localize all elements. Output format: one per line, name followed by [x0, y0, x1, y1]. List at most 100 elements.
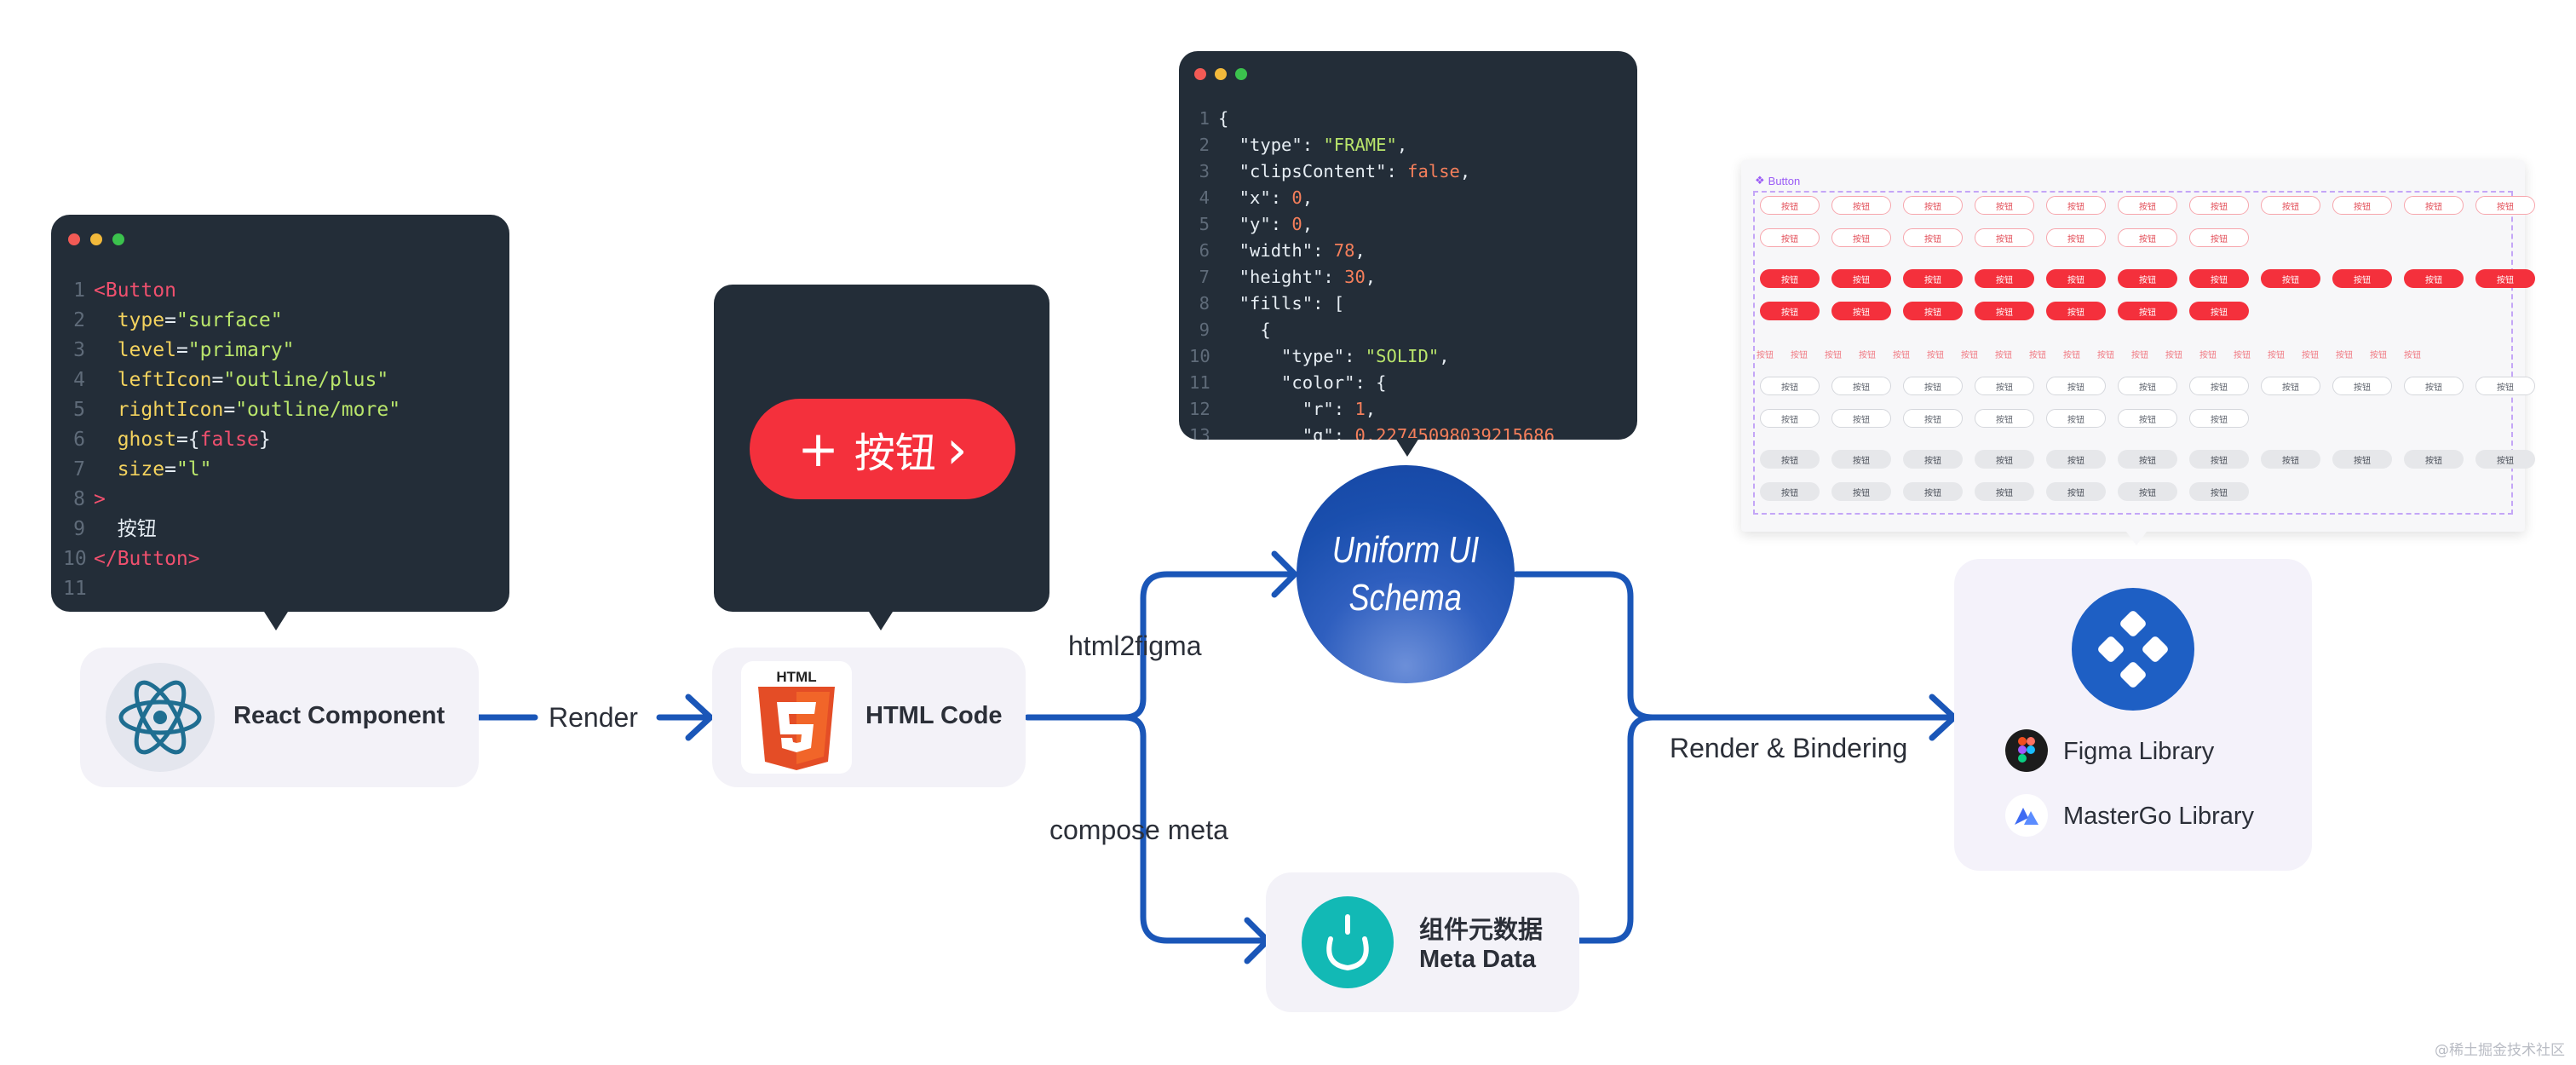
code-line: 5 "y": 0, [1189, 211, 1555, 238]
button-variant: 按钮 [1903, 482, 1963, 501]
code-text: "x": 0, [1218, 185, 1313, 211]
json-code-window: 1{2 "type": "FRAME",3 "clipsContent": fa… [1179, 51, 1637, 440]
line-number: 1 [73, 279, 85, 302]
button-variant: 按钮 [2189, 409, 2249, 428]
code-token: "x" [1218, 187, 1271, 208]
code-line: 1{ [1189, 106, 1555, 132]
button-variant: 按钮 [1831, 409, 1891, 428]
window-close-dot [1194, 68, 1206, 80]
button-variant: 按钮 [2475, 269, 2535, 288]
line-number: 3 [73, 339, 85, 361]
code-text: "type": "FRAME", [1218, 132, 1408, 158]
code-text: "type": "SOLID", [1218, 343, 1450, 370]
code-token: "primary" [187, 339, 295, 361]
code-text: { [1218, 106, 1228, 132]
line-number: 4 [1199, 187, 1210, 208]
code-token: , [1365, 399, 1377, 419]
button-variant: 按钮 [1903, 196, 1963, 215]
button-variant: 按钮 [1760, 377, 1820, 395]
code-token: : [1344, 346, 1366, 366]
button-variant: 按钮 [2118, 409, 2177, 428]
code-token: , [1365, 267, 1377, 287]
text-button-variant: 按钮 [2165, 351, 2182, 360]
component-diamond-icon [2098, 611, 2168, 688]
code-token: "SOLID" [1365, 346, 1440, 366]
code-line: 4 leftIcon="outline/plus" [63, 366, 400, 395]
edge-html-to-meta [1121, 714, 1268, 944]
text-button-variant: 按钮 [1995, 351, 2012, 360]
html-code-node: HTML HTML Code [712, 648, 1026, 787]
edge-schema-to-merge [1513, 571, 1954, 721]
code-text: rightIcon="outline/more" [94, 395, 400, 425]
code-token: "width" [1218, 240, 1314, 261]
react-component-node: React Component [80, 648, 479, 787]
code-token: "type" [1218, 135, 1302, 155]
code-token: leftIcon [94, 369, 212, 391]
arrowhead-to-schema [1271, 550, 1298, 598]
edge-meta-to-merge [1576, 714, 1656, 944]
uniform-schema-node: Uniform UI Schema [1297, 465, 1515, 683]
code-text: "height": 30, [1218, 264, 1376, 291]
react-code-pointer [264, 612, 288, 630]
html5-badge-text: HTML [776, 669, 816, 685]
chevron-right-icon: › [946, 417, 968, 481]
line-number: 10 [1189, 346, 1210, 366]
button-variant: 按钮 [1831, 196, 1891, 215]
button-variant: 按钮 [2118, 377, 2177, 395]
mastergo-logo [2005, 794, 2048, 837]
code-text: ghost={false} [94, 425, 271, 455]
button-variant: 按钮 [2332, 269, 2392, 288]
code-token: : [1313, 240, 1334, 261]
code-token: "r" [1218, 399, 1334, 419]
code-token: } [258, 429, 271, 451]
window-minimize-dot [1215, 68, 1227, 80]
button-variant: 按钮 [2475, 450, 2535, 469]
code-text: leftIcon="outline/plus" [94, 366, 389, 395]
code-token: : [1270, 214, 1292, 234]
button-variant: 按钮 [2189, 302, 2249, 320]
text-button-variant: 按钮 [2336, 351, 2353, 360]
figma-selection-frame [1753, 191, 2513, 515]
code-line: 2 "type": "FRAME", [1189, 132, 1555, 158]
schema-label-line1: Uniform UI [1331, 529, 1480, 571]
code-line: 4 "x": 0, [1189, 185, 1555, 211]
figma-logo [2005, 729, 2048, 772]
button-variant: 按钮 [2404, 450, 2464, 469]
button-variant: 按钮 [2118, 196, 2177, 215]
code-token: "g" [1218, 425, 1334, 440]
code-token: { [1218, 108, 1229, 129]
code-token: : { [1354, 372, 1387, 393]
line-number: 6 [1199, 240, 1210, 261]
button-variant: 按钮 [1831, 377, 1891, 395]
json-code-block: 1{2 "type": "FRAME",3 "clipsContent": fa… [1189, 106, 1555, 440]
button-variant: 按钮 [2118, 450, 2177, 469]
code-token: { [1218, 320, 1271, 340]
code-line: 11 "color": { [1189, 370, 1555, 396]
mastergo-library-label: MasterGo Library [2063, 803, 2255, 830]
render-edge-label: Render [549, 702, 638, 733]
preview-button-label: 按钮 [854, 429, 936, 477]
code-token: false [199, 429, 259, 451]
code-token: , [1354, 240, 1366, 261]
button-variant: 按钮 [1760, 450, 1820, 469]
code-text: { [1218, 317, 1271, 343]
code-line: 9 按钮 [63, 515, 400, 544]
button-variant: 按钮 [2046, 196, 2106, 215]
code-text: type="surface" [94, 306, 283, 336]
line-number: 7 [73, 458, 85, 481]
code-text: <Button [94, 276, 176, 306]
line-number: 12 [1189, 399, 1210, 419]
text-button-variant: 按钮 [2097, 351, 2114, 360]
button-variant: 按钮 [2261, 269, 2320, 288]
button-variant: 按钮 [2118, 482, 2177, 501]
text-button-variant: 按钮 [1859, 351, 1876, 360]
code-text: "clipsContent": false, [1218, 158, 1471, 185]
meta-data-node: 组件元数据 Meta Data [1266, 872, 1579, 1012]
button-variant: 按钮 [1760, 196, 1820, 215]
text-button-variant: 按钮 [2404, 351, 2421, 360]
code-token: "FRAME" [1323, 135, 1397, 155]
code-token: "y" [1218, 214, 1271, 234]
code-token: "outline/more" [235, 399, 401, 421]
code-line: 8> [63, 485, 400, 515]
code-line: 12 "r": 1, [1189, 396, 1555, 423]
